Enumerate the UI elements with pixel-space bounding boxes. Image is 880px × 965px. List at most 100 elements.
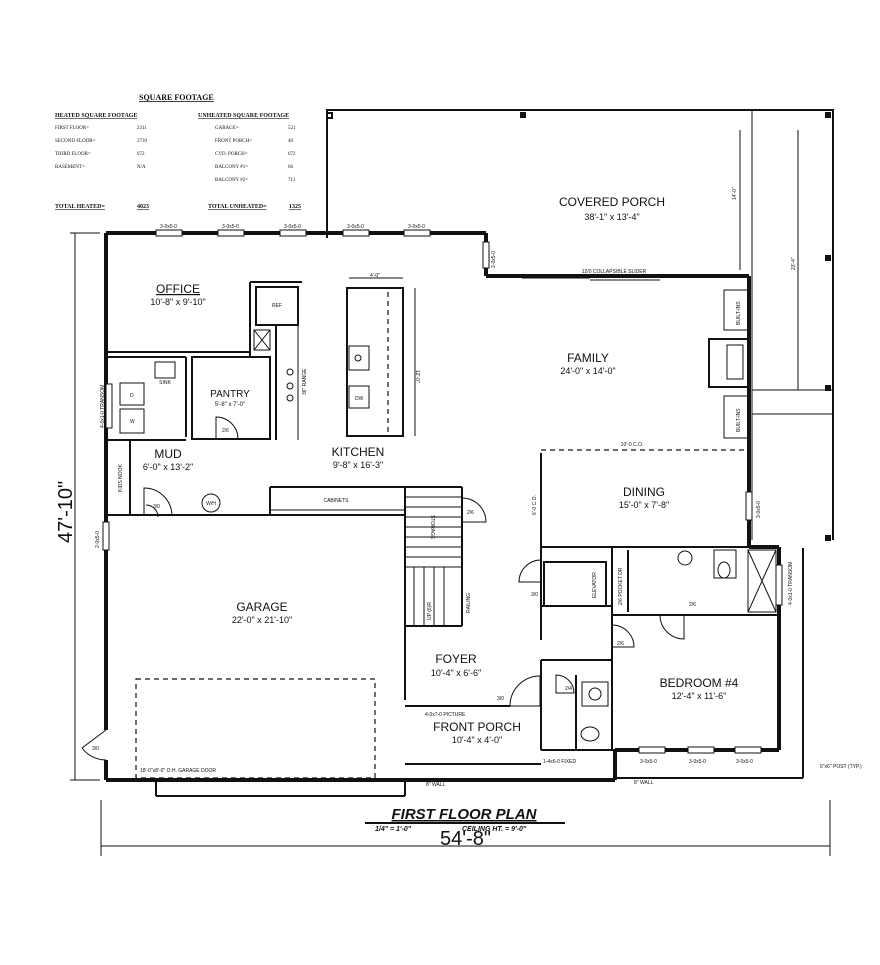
family-name: FAMILY	[567, 351, 609, 365]
stair-up-label: UP (6)R	[427, 602, 433, 620]
kids-nook-label: KIDS NOOK	[118, 464, 124, 492]
window-label: 3-0x5-0	[284, 224, 301, 230]
bedroom4-name: BEDROOM #4	[660, 676, 739, 690]
kitchen-size: 9'-8" x 16'-3"	[333, 460, 383, 470]
door-label: 3/0	[92, 746, 99, 752]
covered-porch-name: COVERED PORCH	[559, 195, 665, 209]
pocket-door-label: 2/6 POCKET DR	[618, 567, 624, 605]
mud-name: MUD	[154, 447, 182, 461]
bedroom4-size: 12'-4" x 11'-6"	[672, 691, 727, 701]
elevator-label: ELEVATOR	[592, 572, 598, 598]
cabinets-label: CABINETS	[323, 498, 349, 504]
fixtures	[119, 277, 750, 779]
door-label: 2/6	[467, 510, 474, 516]
dining-name: DINING	[623, 485, 665, 499]
door-label: 2/6	[689, 602, 696, 608]
unheated-row-label: GARAGE=	[215, 126, 239, 131]
office-size: 10'-8" x 9'-10"	[150, 297, 205, 307]
door-label: 2/6	[617, 641, 624, 647]
annotation-labels: REF SINK DW 36" RANGE 4'-0" 12'-0" D W W…	[92, 269, 862, 788]
railing-label: RAILING	[466, 593, 472, 613]
wall-label: 8" WALL	[634, 780, 654, 786]
mud-size: 6'-0" x 13'-2"	[143, 462, 193, 472]
heated-row-value: N/A	[137, 165, 146, 170]
post-label: 6"x6" POST (TYP.)	[820, 764, 862, 770]
door-label: 3/0	[531, 592, 538, 598]
front-porch-name: FRONT PORCH	[433, 720, 521, 734]
heated-row-value: 2739	[137, 139, 148, 144]
unheated-row-value: 711	[288, 178, 296, 183]
total-heated-value: 4023	[137, 204, 149, 210]
slider-label: 12/0 COLLAPSIBLE SLIDER	[582, 269, 647, 275]
door-swings	[81, 416, 685, 761]
built-ins-label: BUILT-INS	[736, 408, 742, 432]
unheated-row-value: 66	[288, 165, 294, 170]
plan-scale: 1/4" = 1'-0"	[375, 826, 412, 833]
door-label: 2/6	[222, 428, 229, 434]
window-label: 3-0x5-0	[408, 224, 425, 230]
overall-width-dim: 54'-8"	[440, 828, 491, 850]
exterior-windows: 3-0x5-0 3-0x5-0 3-0x5-0 3-0x5-0 3-0x5-0 …	[95, 224, 794, 765]
wall-label: 8" WALL	[426, 782, 446, 788]
dimension-lines	[70, 232, 831, 856]
cased-opening-side-label: 6'-0 C.O.	[532, 495, 538, 515]
heated-row-label: SECOND FLOOR=	[55, 139, 96, 144]
garage-name: GARAGE	[236, 600, 287, 614]
window-label: 3-0x5-0	[689, 759, 706, 765]
total-heated-label: TOTAL HEATED=	[55, 204, 106, 210]
unheated-row-label: FRONT PORCH=	[215, 139, 252, 144]
pantry-name: PANTRY	[210, 389, 250, 400]
dryer-label: D	[130, 393, 134, 399]
garage-size: 22'-0" x 21'-10"	[232, 615, 292, 625]
porch-depth-dim: 23'-4"	[791, 257, 797, 270]
dw-label: DW	[355, 396, 364, 402]
garage-door-label: 18'-0"x8'-0" O.H. GARAGE DOOR	[140, 768, 216, 774]
island-length-label: 12'-0"	[414, 370, 420, 383]
sqft-title: SQUARE FOOTAGE	[139, 93, 214, 102]
heated-header: HEATED SQUARE FOOTAGE	[55, 113, 137, 119]
plan-ceiling-height: CEILING HT. = 9'-0"	[462, 826, 527, 833]
total-unheated-label: TOTAL UNHEATED=	[208, 204, 267, 210]
cased-opening-label: 10'-0 C.O.	[621, 442, 644, 448]
unheated-row-value: 40	[288, 139, 294, 144]
unheated-row-value: 672	[288, 152, 296, 157]
total-unheated-value: 1325	[289, 204, 301, 210]
storage-label: STORAGE	[429, 515, 435, 540]
heated-row-label: BASEMENT=	[55, 165, 85, 170]
door-label: 3/0	[153, 504, 160, 510]
unheated-row-label: BALCONY #2=	[215, 178, 248, 183]
ref-label: REF	[272, 303, 282, 309]
foyer-size: 10'-4" x 6'-6"	[431, 668, 481, 678]
window-label: 3-0x5-0	[640, 759, 657, 765]
picture-window-label: 4-0x7-0 PICTURE	[425, 712, 466, 718]
range-label: 36" RANGE	[302, 368, 308, 395]
unheated-row-label: CVD. PORCH=	[215, 152, 248, 157]
heated-row-value: 672	[137, 152, 145, 157]
pantry-size: 5'-8" x 7'-0"	[215, 402, 245, 408]
family-size: 24'-0" x 14'-0"	[560, 366, 615, 376]
built-ins-label: BUILT-INS	[736, 301, 742, 325]
transom-label: 4-0x1-0 TRANSOM	[100, 385, 106, 428]
door-label: 2/4	[565, 686, 572, 692]
window-label: 3-0x5-0	[160, 224, 177, 230]
wh-label: W/H	[206, 501, 216, 507]
window-label: 3-0x5-0	[736, 759, 753, 765]
square-footage-table: SQUARE FOOTAGE HEATED SQUARE FOOTAGE UNH…	[55, 93, 301, 210]
heated-row-value: 2311	[137, 126, 147, 131]
unheated-row-value: 521	[288, 126, 296, 131]
fixed-window-label: 1-4x6-0 FIXED	[543, 759, 576, 765]
heated-row-label: THIRD FLOOR=	[55, 152, 91, 157]
washer-label: W	[130, 419, 135, 425]
window-label: 2-0x5-0	[95, 531, 101, 548]
dining-size: 15'-0" x 7'-8"	[619, 500, 669, 510]
window-label: 2-0x5-0	[491, 251, 497, 268]
unheated-header: UNHEATED SQUARE FOOTAGE	[198, 113, 289, 119]
unheated-row-label: BALCONY #1=	[215, 165, 248, 170]
heated-row-label: FIRST FLOOR=	[55, 126, 89, 131]
foyer-name: FOYER	[435, 652, 477, 666]
window-label: 3-0x5-0	[347, 224, 364, 230]
sink-label: SINK	[159, 380, 171, 386]
covered-porch-roof: 14'-0" 23'-4"	[326, 109, 834, 541]
island-width-label: 4'-0"	[370, 273, 380, 279]
